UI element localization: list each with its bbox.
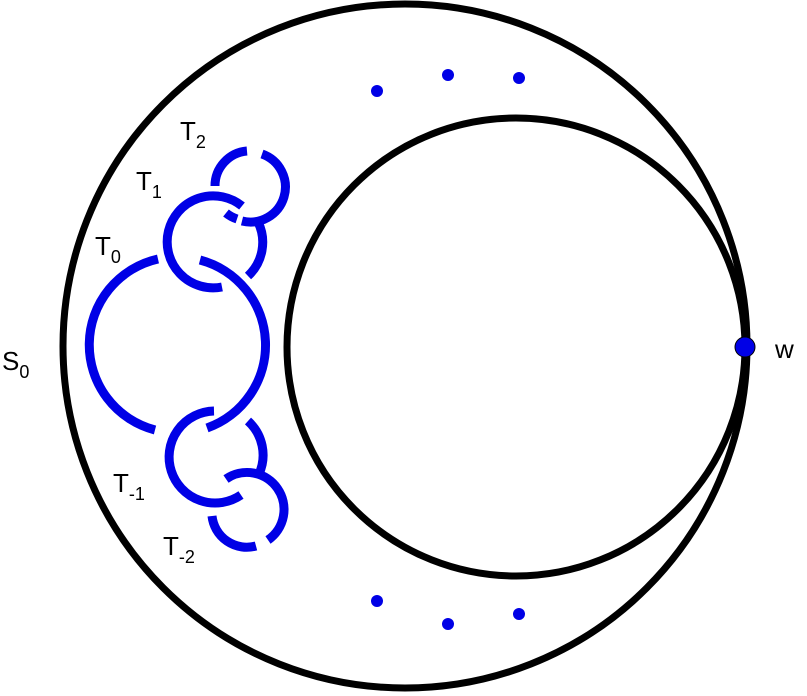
outer-circle-s0	[59, 0, 751, 692]
label-t-neg2: T-2	[163, 531, 195, 567]
chain-circle-t0	[84, 254, 159, 435]
label-t2: T2	[180, 116, 206, 152]
label-t-neg1: T-1	[113, 468, 145, 504]
ellipsis-dots-top	[371, 69, 525, 97]
chain-circle-t-neg2-lower-arc	[207, 515, 258, 552]
chain-circle-t-neg1	[164, 406, 244, 508]
tangent-point-w	[734, 336, 756, 358]
label-t1: T1	[136, 166, 162, 202]
chain-circle-t2-lower-arc	[223, 209, 239, 224]
chain-circle-t1	[162, 191, 245, 293]
chain-circle-t2-left-arc	[210, 146, 248, 187]
chain-circle-t1-right-arc	[244, 220, 268, 280]
linked-chain	[84, 146, 290, 552]
label-w: w	[774, 334, 794, 364]
chain-circle-t2	[240, 149, 290, 227]
label-t0: T0	[95, 231, 121, 267]
chain-circle-t-neg1-right-arc	[244, 417, 268, 476]
inner-circle	[283, 114, 749, 580]
chain-circle-t0-right-arc	[198, 255, 271, 433]
chain-circle-t-neg2	[223, 468, 289, 544]
ellipsis-dots-bottom	[371, 595, 525, 630]
label-s0: S0	[2, 346, 29, 382]
